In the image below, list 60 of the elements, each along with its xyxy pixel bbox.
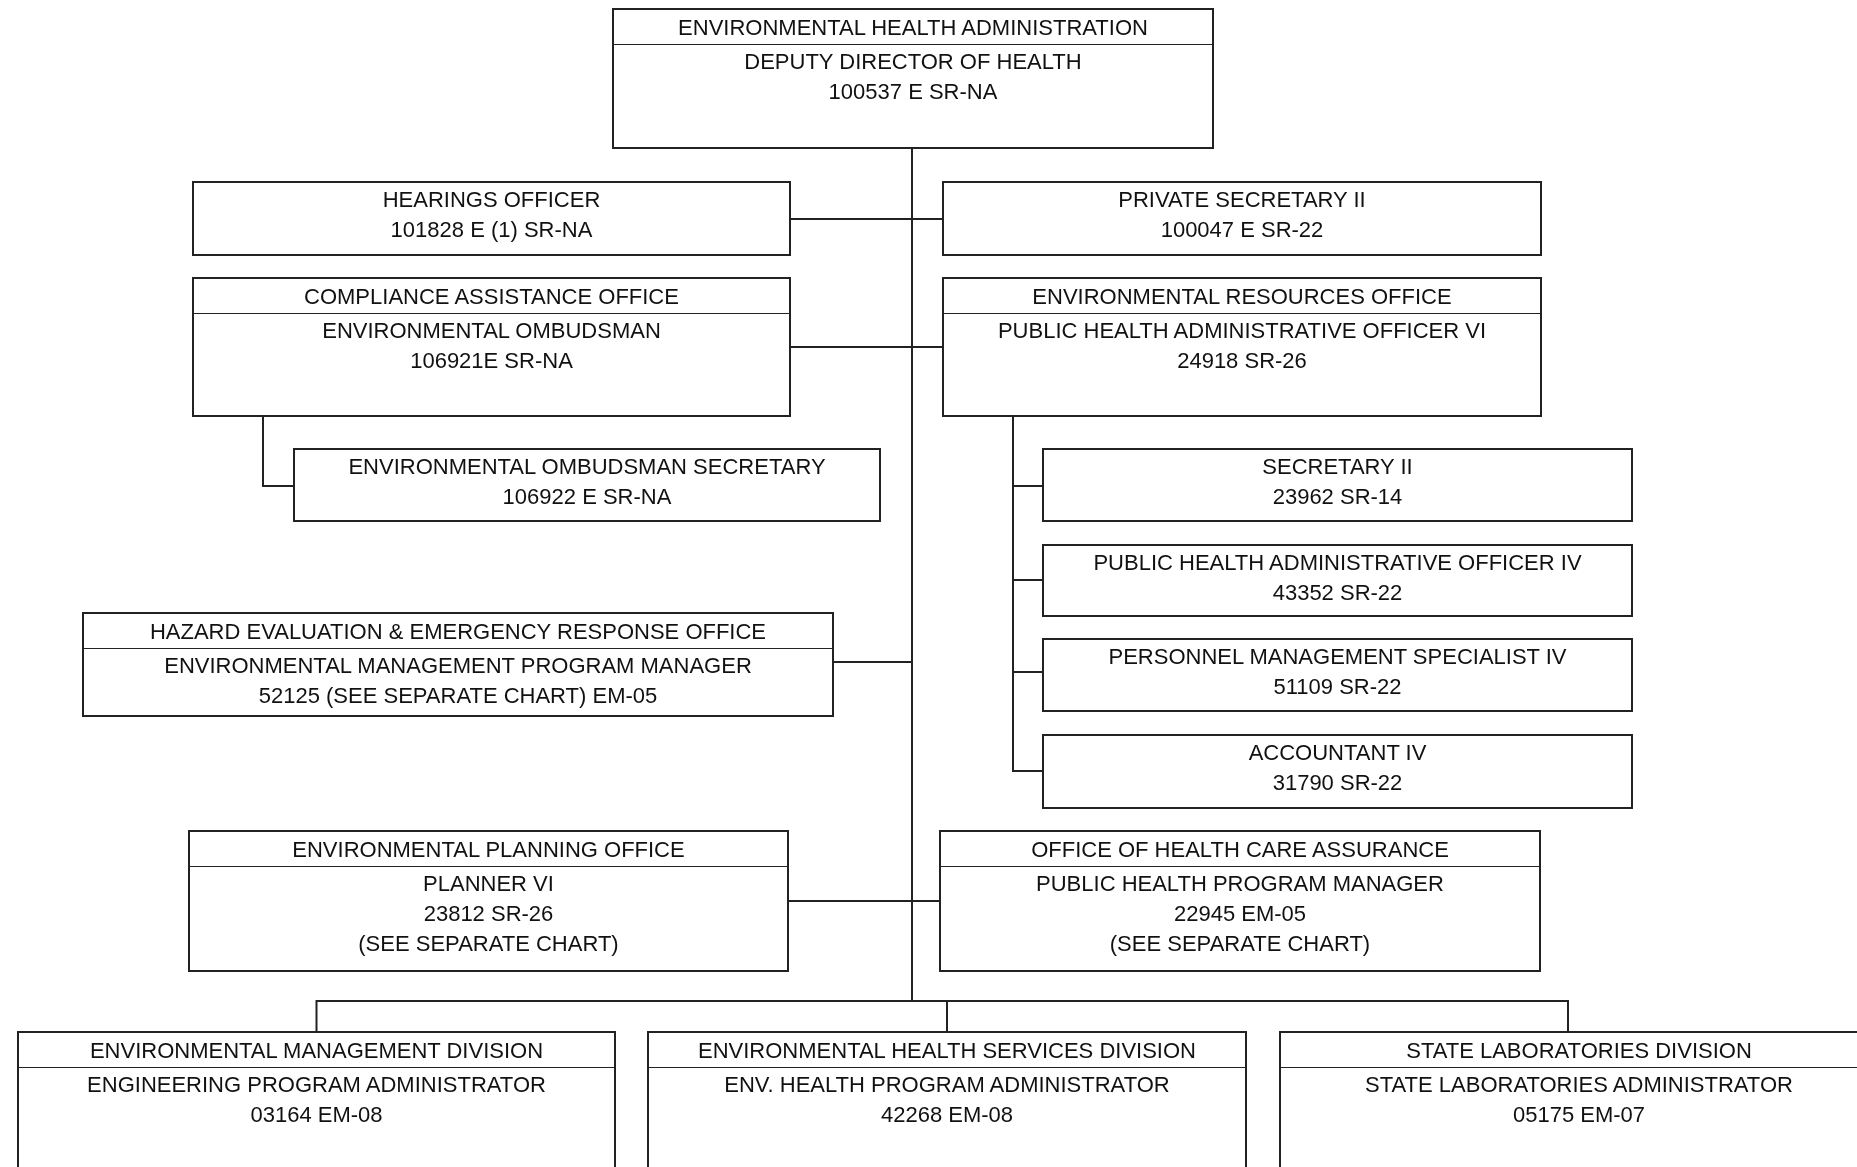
position-box (647, 1031, 1247, 1167)
position-box (1042, 734, 1633, 809)
office-title: COMPLIANCE ASSISTANCE OFFICE (194, 279, 789, 314)
position-detail: (SEE SEPARATE CHART) (357, 930, 620, 958)
position-title: PUBLIC HEALTH ADMINISTRATIVE OFFICER IV (1092, 549, 1583, 577)
position-detail: 52125 (SEE SEPARATE CHART) EM-05 (257, 682, 659, 710)
position-title: PUBLIC HEALTH PROGRAM MANAGER (1035, 870, 1445, 898)
position-detail: 24918 SR-26 (1176, 347, 1308, 375)
position-detail: 101828 E (1) SR-NA (389, 216, 594, 244)
position-detail: 23812 SR-26 (422, 900, 555, 928)
office-title: OFFICE OF HEALTH CARE ASSURANCE (941, 832, 1539, 867)
office-title: HAZARD EVALUATION & EMERGENCY RESPONSE OFFICE (84, 614, 832, 649)
position-box (17, 1031, 616, 1167)
office-title: ENVIRONMENTAL HEALTH ADMINISTRATION (614, 10, 1212, 45)
position-box (82, 612, 834, 717)
position-box (1042, 638, 1633, 712)
position-title: SECRETARY II (1261, 453, 1414, 481)
office-title: ENVIRONMENTAL MANAGEMENT DIVISION (19, 1033, 614, 1068)
office-title: ENVIRONMENTAL HEALTH SERVICES DIVISION (649, 1033, 1245, 1068)
connector-line (262, 416, 294, 487)
position-title: ENVIRONMENTAL OMBUDSMAN SECRETARY (347, 453, 827, 481)
position-box (192, 181, 791, 256)
position-box (612, 8, 1214, 149)
position-detail: 05175 EM-07 (1511, 1101, 1647, 1129)
position-detail: 31790 SR-22 (1271, 769, 1404, 797)
position-title: HEARINGS OFFICER (381, 186, 602, 214)
position-box (939, 830, 1541, 972)
position-detail: 22945 EM-05 (1172, 900, 1308, 928)
position-detail: 100537 E SR-NA (827, 78, 999, 106)
position-title: ACCOUNTANT IV (1247, 739, 1428, 767)
position-detail: 106922 E SR-NA (501, 483, 673, 511)
position-box (942, 277, 1542, 417)
position-title: ENV. HEALTH PROGRAM ADMINISTRATOR (723, 1071, 1171, 1099)
position-title: ENGINEERING PROGRAM ADMINISTRATOR (86, 1071, 547, 1099)
position-detail: 03164 EM-08 (249, 1101, 384, 1129)
position-box (1042, 448, 1633, 522)
position-title: DEPUTY DIRECTOR OF HEALTH (743, 48, 1083, 76)
position-detail: 51109 SR-22 (1272, 673, 1403, 701)
position-box (942, 181, 1542, 256)
position-title: PUBLIC HEALTH ADMINISTRATIVE OFFICER VI (996, 317, 1488, 345)
position-title: PERSONNEL MANAGEMENT SPECIALIST IV (1107, 643, 1568, 671)
position-detail: 43352 SR-22 (1271, 579, 1404, 607)
position-title: ENVIRONMENTAL OMBUDSMAN (321, 317, 662, 345)
position-box (1279, 1031, 1857, 1167)
position-box (192, 277, 791, 417)
position-detail: (SEE SEPARATE CHART) (1108, 930, 1372, 958)
position-detail: 100047 E SR-22 (1159, 216, 1325, 244)
position-box (188, 830, 789, 972)
position-detail: 23962 SR-14 (1271, 483, 1404, 511)
position-title: STATE LABORATORIES ADMINISTRATOR (1364, 1071, 1794, 1099)
position-detail: 42268 EM-08 (879, 1101, 1015, 1129)
position-title: PLANNER VI (422, 870, 555, 898)
office-title: ENVIRONMENTAL PLANNING OFFICE (190, 832, 787, 867)
position-detail: 106921E SR-NA (409, 347, 574, 375)
position-title: ENVIRONMENTAL MANAGEMENT PROGRAM MANAGER (163, 652, 753, 680)
office-title: ENVIRONMENTAL RESOURCES OFFICE (944, 279, 1540, 314)
position-box (293, 448, 881, 522)
position-box (1042, 544, 1633, 617)
position-title: PRIVATE SECRETARY II (1117, 186, 1367, 214)
office-title: STATE LABORATORIES DIVISION (1281, 1033, 1857, 1068)
